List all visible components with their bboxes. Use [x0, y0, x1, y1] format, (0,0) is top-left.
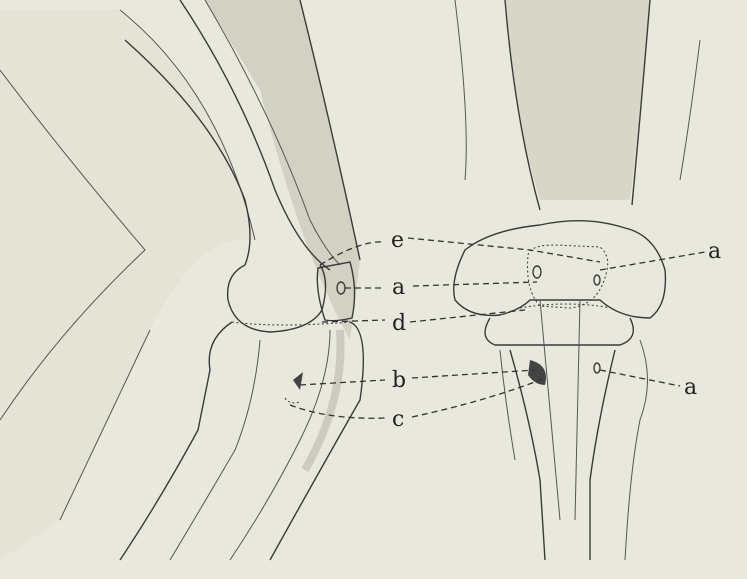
- label-a-right-bottom: a: [684, 375, 697, 400]
- label-a-center: a: [392, 275, 405, 300]
- label-b: b: [392, 368, 406, 393]
- label-e: e: [391, 228, 404, 253]
- label-a-right-top: a: [708, 239, 721, 264]
- label-c: c: [392, 407, 404, 432]
- label-d: d: [392, 311, 406, 336]
